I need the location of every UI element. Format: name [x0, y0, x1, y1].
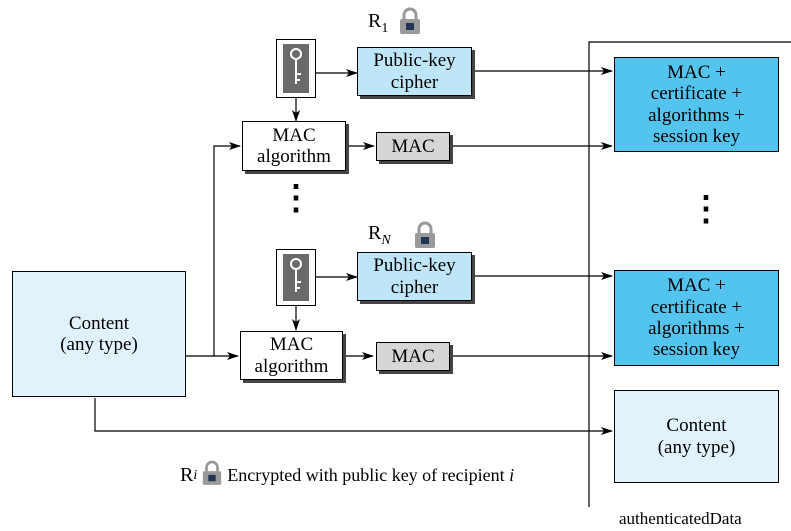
mac-algorithm-box-n: MAC algorithm: [240, 331, 343, 380]
lock-icon: [398, 7, 422, 40]
mac-bundle-box-n: MAC + certificate + algorithms + session…: [614, 270, 779, 366]
legend-subscript: i: [193, 467, 198, 483]
lock-icon: [413, 221, 437, 254]
content-box-left: Content (any type): [12, 271, 186, 397]
lock-icon: [201, 460, 223, 491]
recipient-subscript: 1: [381, 21, 389, 36]
key-icon: [276, 39, 316, 98]
arrow-junction-to-mac-alg-1: [213, 142, 241, 356]
container-label: authenticatedData: [619, 509, 742, 528]
container-frame: [588, 41, 791, 507]
legend-letter: R: [180, 464, 194, 486]
public-key-cipher-box-n: Public-key cipher: [357, 252, 472, 301]
key-icon: [276, 249, 316, 306]
recipient-letter: R: [368, 222, 382, 244]
ellipsis-right: ⋮: [689, 191, 723, 228]
recipient-subscript: N: [381, 233, 391, 248]
content-box-right: Content (any type): [614, 390, 779, 483]
recipient-letter: R: [368, 10, 382, 32]
legend-variable: i: [509, 465, 515, 485]
legend-text: Encrypted with public key of recipient: [227, 465, 510, 485]
mac-box-n: MAC: [376, 342, 450, 371]
recipient-1-label: R1: [368, 10, 388, 37]
recipient-n-label: RN: [368, 222, 391, 249]
mac-bundle-box-1: MAC + certificate + algorithms + session…: [614, 57, 779, 152]
ellipsis-left: ⋮: [279, 180, 313, 217]
public-key-cipher-box-1: Public-key cipher: [357, 47, 472, 96]
mac-algorithm-box-1: MAC algorithm: [242, 121, 346, 171]
arrow-content-to-content-right: [94, 398, 613, 435]
mac-box-1: MAC: [376, 132, 450, 161]
